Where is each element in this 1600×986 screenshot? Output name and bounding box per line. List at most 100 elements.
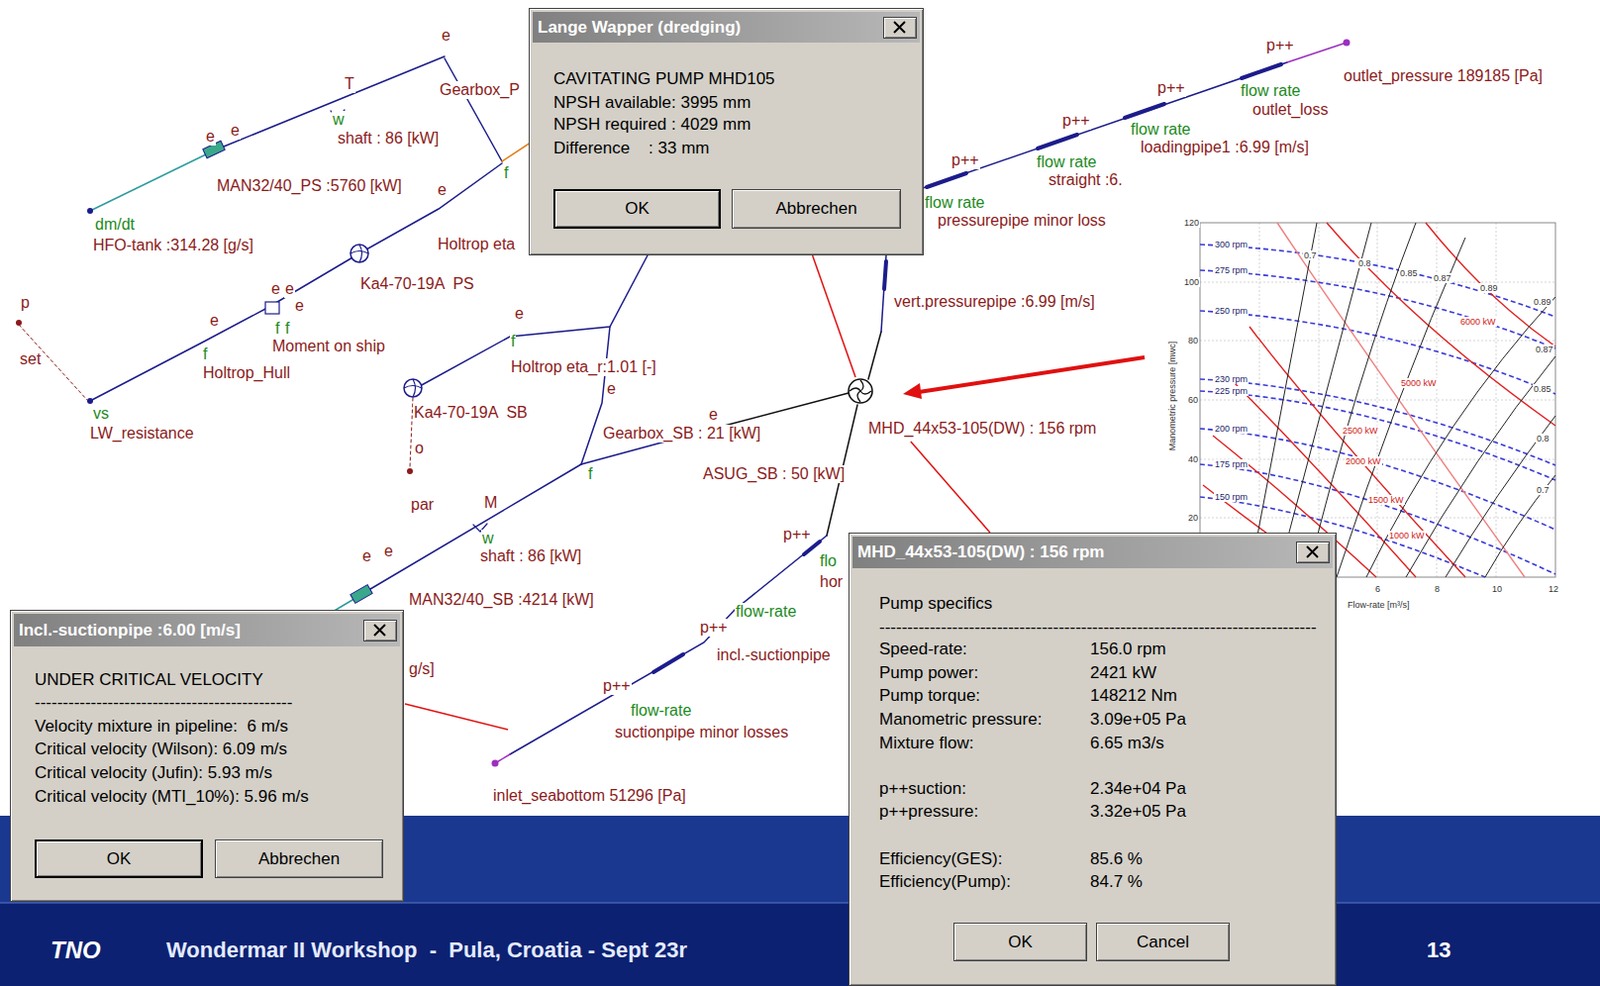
leader-connector xyxy=(812,255,856,378)
pump-casing xyxy=(848,379,873,403)
dialog-text: 3.32e+05 Pa xyxy=(1090,801,1187,822)
chart-tick-label: 8 xyxy=(1433,584,1441,595)
port-label: w xyxy=(481,529,496,548)
axis-title: Manometric pressure [mwc] xyxy=(1167,340,1178,453)
component-label: outlet_loss xyxy=(1251,100,1330,119)
chart-tick-label: 0.89 xyxy=(1532,297,1553,307)
component-label: LW_resistance xyxy=(89,424,196,443)
path-shape xyxy=(1200,391,1556,481)
power-curves xyxy=(1202,222,1556,578)
dialog-button: OK xyxy=(34,839,203,879)
line-shape xyxy=(0,902,1600,904)
path-shape xyxy=(884,261,887,290)
component-label: e xyxy=(707,405,719,424)
circle-shape xyxy=(15,319,22,326)
component-label: inlet_seabottom 51296 [Pa] xyxy=(492,787,688,805)
path-shape xyxy=(1200,379,1556,466)
button-label: Cancel xyxy=(1136,932,1190,953)
port-label: flow rate xyxy=(1239,82,1301,100)
component-label: e xyxy=(383,542,395,561)
power-label: 1000 kW xyxy=(1388,530,1426,541)
path-shape xyxy=(1124,103,1165,118)
port-label: flow-rate xyxy=(734,602,798,621)
component-label: Moment on ship xyxy=(271,337,387,356)
path-shape xyxy=(1336,237,1466,578)
line-shape xyxy=(1496,222,1498,578)
chart-tick-label: 12 xyxy=(1547,584,1560,595)
chart-tick-label: 6 xyxy=(1374,584,1382,595)
dialog-text: 2.34e+04 Pa xyxy=(1090,779,1187,800)
port-label: dm/dt xyxy=(94,215,136,234)
pump-icon xyxy=(846,377,875,405)
path-shape xyxy=(1326,222,1556,426)
dialog-window: Lange Wapper (dredging)CAVITATING PUMP M… xyxy=(528,7,924,256)
dialog-text: p++pressure: xyxy=(879,801,979,822)
logo-text: TNO xyxy=(49,936,102,965)
path-shape xyxy=(653,654,684,673)
port-label: f xyxy=(284,319,291,338)
chart-tick-label: 0.87 xyxy=(1432,273,1453,284)
component-label: p++ xyxy=(699,618,729,637)
path-shape xyxy=(403,379,422,398)
component-label: Holtrop_Hull xyxy=(201,364,292,383)
component-label: MAN32/40_PS :5760 [kW] xyxy=(215,177,403,196)
chart-grid xyxy=(1200,222,1556,578)
dialog-text: UNDER CRITICAL VELOCITY xyxy=(34,670,264,691)
window-title: MHD_44x53-105(DW) : 156 rpm xyxy=(857,542,1104,563)
dialog-text: ----------------------------------------… xyxy=(34,693,293,713)
component-label: pressurepipe minor loss xyxy=(936,211,1107,230)
dialog-window: Incl.-suctionpipe :6.00 [m/s] UNDER CRITI… xyxy=(9,609,404,902)
component-label: Gearbox_P xyxy=(438,81,521,100)
path-shape xyxy=(90,154,206,211)
dialog-button: Cancel xyxy=(1096,922,1230,962)
path-shape xyxy=(18,324,88,400)
close-cross xyxy=(374,624,386,636)
component-label: o xyxy=(413,439,425,458)
port-label: flow-rate xyxy=(629,701,693,720)
dialog-text: p++suction: xyxy=(879,779,967,800)
rect-shape xyxy=(0,902,1600,986)
window-title: Lange Wapper (dredging) xyxy=(537,17,741,38)
dialog-text: Critical velocity (Wilson): 6.09 m/s xyxy=(34,739,288,760)
path-shape xyxy=(1037,134,1078,149)
chart-tick-label: 10 xyxy=(1491,584,1503,595)
chart-tick-label: 0.89 xyxy=(1479,283,1500,294)
path-shape xyxy=(223,56,445,147)
dialog-text: NPSH required : 4029 mm xyxy=(553,114,751,135)
dialog-text: Pump power: xyxy=(879,663,979,684)
port-label: w xyxy=(331,110,346,129)
dialog-text: Velocity mixture in pipeline: 6 m/s xyxy=(34,716,289,737)
button-label: OK xyxy=(624,199,650,219)
rpm-label: 230 rpm xyxy=(1213,374,1249,385)
window-title: Incl.-suctionpipe :6.00 [m/s] xyxy=(18,620,241,641)
close-icon xyxy=(364,620,397,641)
path-shape xyxy=(1405,356,1556,578)
efficiency-curves xyxy=(1249,222,1556,578)
dialog-text: Manometric pressure: xyxy=(879,709,1042,730)
dialog-text: Critical velocity (Jufin): 5.93 m/s xyxy=(34,763,273,784)
component-label: Ka4-70-19A PS xyxy=(359,275,476,294)
component-label: p++ xyxy=(601,677,632,696)
component-label: e xyxy=(229,121,241,140)
chart-tick-label: 40 xyxy=(1187,454,1200,465)
path-shape xyxy=(1241,64,1282,79)
path-shape xyxy=(1366,297,1556,578)
path-shape xyxy=(926,173,967,188)
dialog-button: OK xyxy=(553,189,721,229)
component-label: p++ xyxy=(782,525,812,544)
component-label: HFO-tank :314.28 [g/s] xyxy=(92,236,255,255)
rpm-label: 200 rpm xyxy=(1213,423,1249,434)
component-label: suctionpipe minor losses xyxy=(613,723,790,742)
component-label: p++ xyxy=(1265,36,1296,55)
component-label: vert.pressurepipe :6.99 [m/s] xyxy=(893,293,1097,311)
pump-node: MHD_44x53-105(DW) : 156 rpm xyxy=(846,377,1101,442)
circle-shape xyxy=(87,398,94,404)
path-shape xyxy=(1485,475,1556,578)
component-label: e xyxy=(208,311,220,330)
circle-shape xyxy=(350,244,369,263)
rect-shape xyxy=(350,585,373,604)
close-cross xyxy=(1306,546,1318,558)
footer-text: Wondermar II Workshop - Pula, Croatia - … xyxy=(165,937,689,964)
component-label: outlet_pressure 189185 [Pa] xyxy=(1342,67,1544,86)
polygon-shape xyxy=(902,383,922,400)
